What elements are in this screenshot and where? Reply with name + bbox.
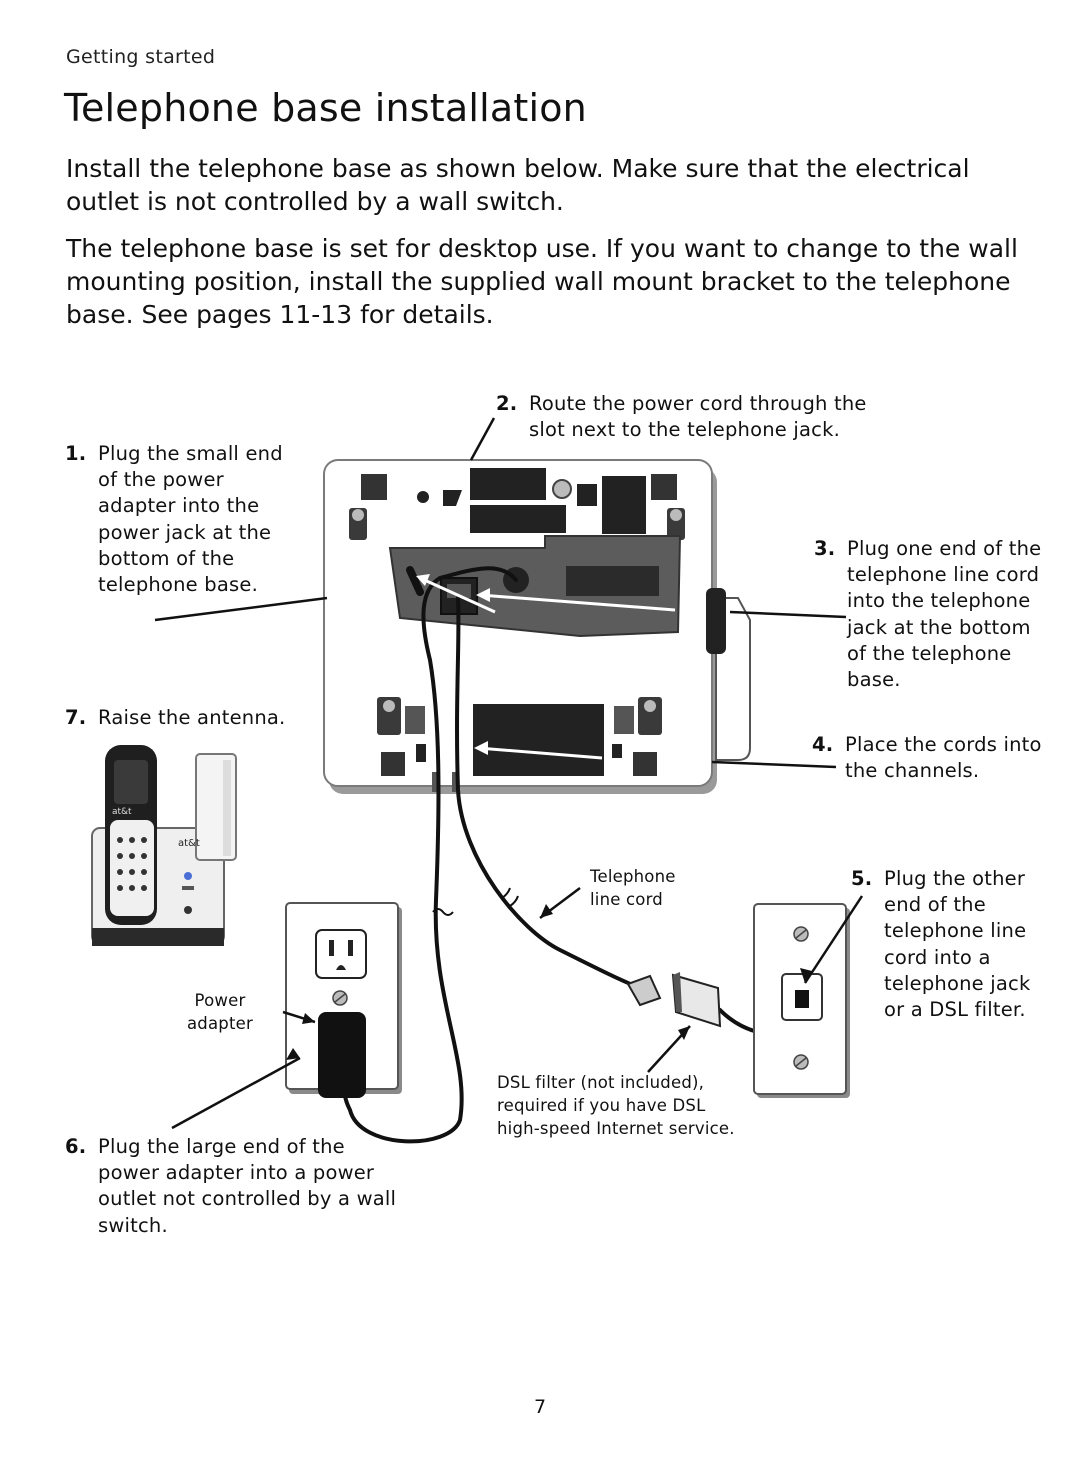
intro-paragraph-2: The telephone base is set for desktop us… xyxy=(66,234,1018,329)
step-2-number: 2. xyxy=(496,392,518,415)
step-4-text: Place the cords into the channels. xyxy=(845,733,1042,783)
page-number: 7 xyxy=(533,1396,547,1418)
dsl-filter-label: DSL filter (not included), required if y… xyxy=(497,1073,735,1138)
step-2-text: Route the power cord through the slot ne… xyxy=(529,392,867,442)
white-arrowheads xyxy=(416,574,490,755)
step-1-text: Plug the small end of the power adapter … xyxy=(98,442,283,597)
step-6-text: Plug the large end of the power adapter … xyxy=(98,1135,397,1237)
handset-brand-logo: at&t xyxy=(112,807,132,817)
step-7-number: 7. xyxy=(65,706,87,729)
telephone-line-cord-label: Telephone line cord xyxy=(590,867,676,909)
page-title: Telephone base installation xyxy=(64,86,587,130)
base-brand-logo: at&t xyxy=(178,838,200,849)
step-5: 5. Plug the other end of the telephone l… xyxy=(851,866,1054,1023)
step-3-text: Plug one end of the telephone line cord … xyxy=(847,537,1042,692)
step-4: 4. Place the cords into the channels. xyxy=(812,732,1045,784)
power-adapter-label: Power adapter xyxy=(187,991,253,1033)
step-4-number: 4. xyxy=(812,733,834,756)
step-7-text: Raise the antenna. xyxy=(98,706,286,729)
step-6-number: 6. xyxy=(65,1135,87,1158)
step-2: 2. Route the power cord through the slot… xyxy=(496,391,889,443)
step-1-number: 1. xyxy=(65,442,87,465)
step-7: 7. Raise the antenna. xyxy=(65,705,318,731)
telephone-base-illustration xyxy=(323,459,751,794)
wall-jack-illustration xyxy=(753,903,850,1098)
step-5-number: 5. xyxy=(851,867,873,890)
handset-illustration: at&t at&t xyxy=(91,745,237,946)
dsl-filter-illustration xyxy=(626,972,722,1028)
section-label: Getting started xyxy=(66,46,216,68)
step-1: 1. Plug the small end of the power adapt… xyxy=(65,441,298,598)
step-5-text: Plug the other end of the telephone line… xyxy=(884,867,1031,1022)
step-6: 6. Plug the large end of the power adapt… xyxy=(65,1134,398,1239)
intro-paragraph-1: Install the telephone base as shown belo… xyxy=(66,154,970,216)
arrowheads xyxy=(286,904,812,1060)
step-3-number: 3. xyxy=(814,537,836,560)
power-outlet-illustration xyxy=(285,902,402,1098)
white-arrows xyxy=(419,576,676,760)
step-3: 3. Plug one end of the telephone line co… xyxy=(814,536,1047,693)
